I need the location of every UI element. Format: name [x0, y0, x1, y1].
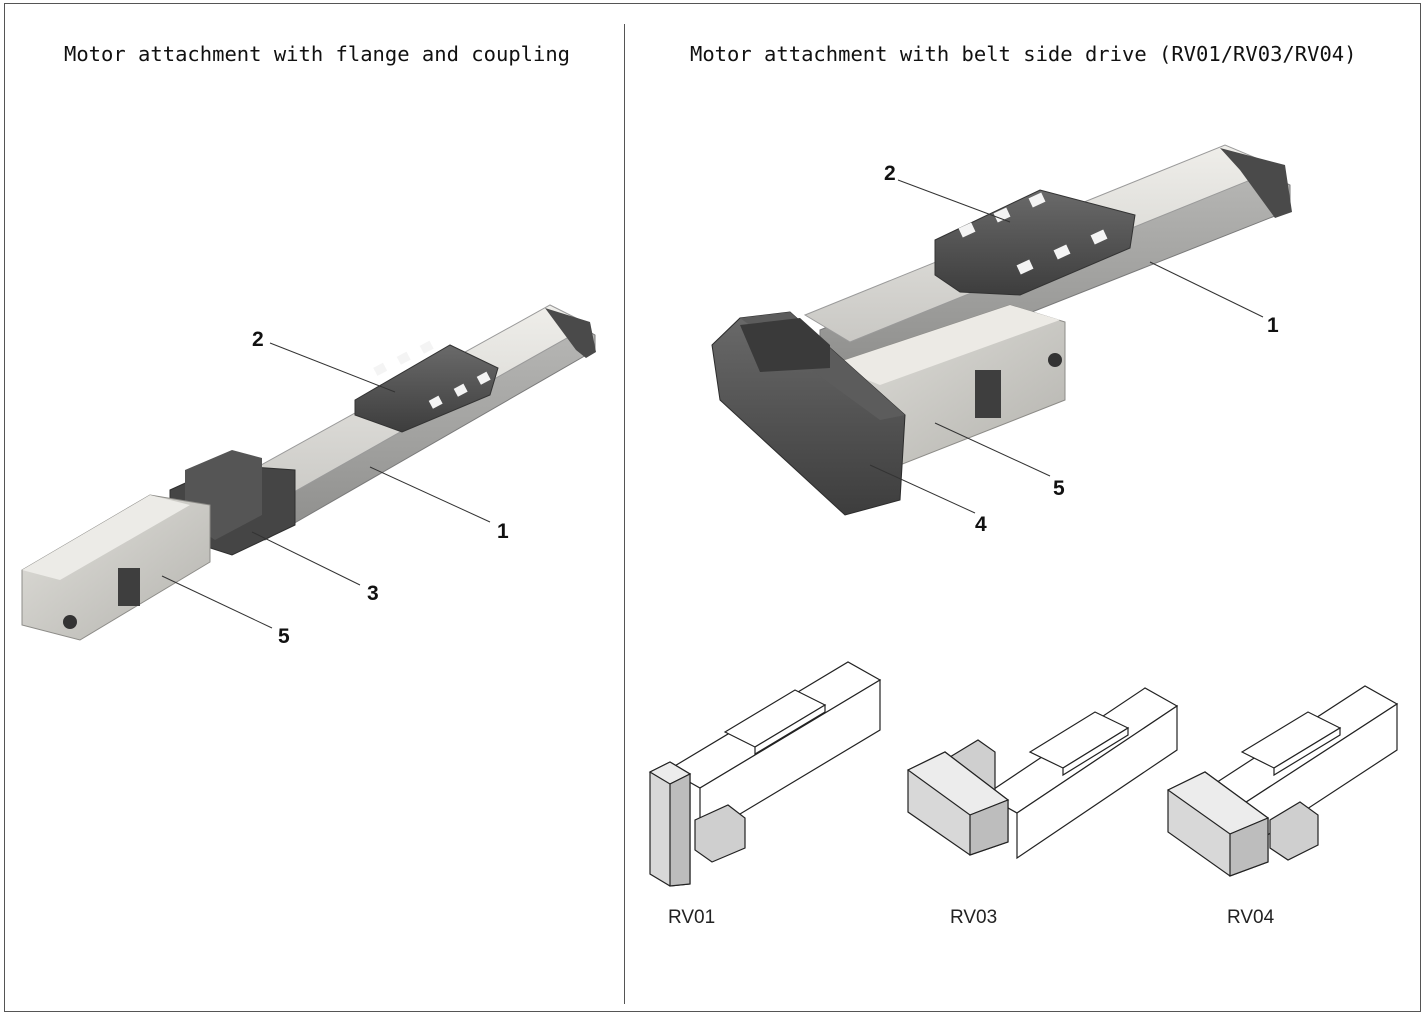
- panel-divider: [624, 24, 625, 1004]
- variant-drawings: [648, 661, 1399, 887]
- right-panel-title: Motor attachment with belt side drive (R…: [690, 42, 1357, 66]
- callout-left-1: 1: [497, 520, 509, 543]
- rv01-drawing: [648, 661, 882, 887]
- rv03-drawing: [906, 687, 1179, 860]
- callout-left-5: 5: [278, 625, 290, 648]
- callout-right-5: 5: [1053, 477, 1065, 500]
- callout-right-2: 2: [884, 162, 896, 185]
- rv04-drawing: [1166, 685, 1399, 877]
- right-leader-lines: [869, 179, 1264, 514]
- flange-coupling-actuator: [21, 304, 596, 641]
- figure-frame: [4, 3, 1421, 1012]
- callout-right-1: 1: [1267, 314, 1279, 337]
- belt-side-drive-actuator: [711, 144, 1292, 516]
- callout-left-2: 2: [252, 328, 264, 351]
- left-panel-title: Motor attachment with flange and couplin…: [64, 42, 571, 66]
- callout-left-3: 3: [367, 582, 379, 605]
- variant-label-rv01: RV01: [668, 907, 716, 928]
- callout-right-4: 4: [975, 513, 987, 536]
- left-leader-lines: [161, 342, 491, 629]
- variant-label-rv04: RV04: [1227, 907, 1275, 928]
- variant-label-rv03: RV03: [950, 907, 998, 928]
